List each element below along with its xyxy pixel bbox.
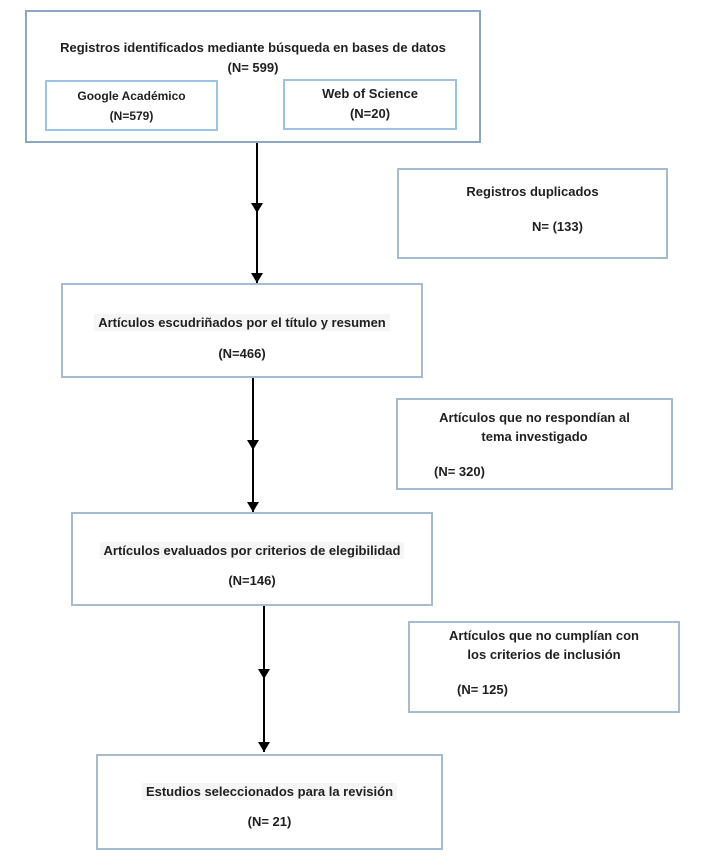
web-of-science-count: (N=20) <box>349 106 391 121</box>
flow-arrow-a-endhead-icon <box>251 273 263 283</box>
flow-arrow-c-endhead-icon <box>258 742 270 752</box>
records-identified-count: (N= 599) <box>227 60 279 75</box>
eligibility-title: Artículos evaluados por criterios de ele… <box>99 542 405 559</box>
flow-arrow-b-midhead-icon <box>247 440 259 450</box>
eligibility-count: (N=146) <box>228 573 276 588</box>
excluded-off-topic-line1: Artículos que no respondían al <box>439 410 630 425</box>
records-identified-title: Registros identificados mediante búsqued… <box>60 40 446 55</box>
box-duplicates-removed: Registros duplicados N= (133) <box>397 168 668 259</box>
flow-arrow-c-line <box>263 606 265 752</box>
excluded-criteria-count: (N= 125) <box>457 682 508 697</box>
flow-arrow-c-midhead-icon <box>258 669 270 679</box>
box-google-academico: Google Académico (N=579) <box>45 80 218 131</box>
box-excluded-off-topic: Artículos que no respondían al tema inve… <box>396 398 673 490</box>
duplicates-count: N= (133) <box>532 219 583 234</box>
flow-arrow-a-midhead-icon <box>251 203 263 213</box>
box-excluded-criteria: Artículos que no cumplían con los criter… <box>408 621 680 713</box>
screened-title: Artículos escudriñados por el título y r… <box>94 314 390 331</box>
duplicates-title: Registros duplicados <box>466 184 599 199</box>
excluded-criteria-line2: los criterios de inclusión <box>467 647 621 662</box>
excluded-off-topic-line2: tema investigado <box>481 429 588 444</box>
screened-count: (N=466) <box>218 346 266 361</box>
box-studies-included: Estudios seleccionados para la revisión … <box>96 754 443 850</box>
excluded-off-topic-count: (N= 320) <box>434 464 485 479</box>
box-eligibility-assessed: Artículos evaluados por criterios de ele… <box>71 512 433 606</box>
excluded-criteria-line1: Artículos que no cumplían con <box>449 628 639 643</box>
box-screened-title-abstract: Artículos escudriñados por el título y r… <box>61 283 423 378</box>
included-count: (N= 21) <box>247 814 292 829</box>
flow-arrow-b-endhead-icon <box>247 502 259 512</box>
box-web-of-science: Web of Science (N=20) <box>283 79 457 130</box>
included-title: Estudios seleccionados para la revisión <box>141 783 398 800</box>
google-academico-title: Google Académico <box>77 89 186 103</box>
flow-arrow-a-line <box>256 143 258 283</box>
box-records-identified: Registros identificados mediante búsqued… <box>25 10 481 143</box>
google-academico-count: (N=579) <box>109 109 154 123</box>
web-of-science-title: Web of Science <box>322 86 418 101</box>
